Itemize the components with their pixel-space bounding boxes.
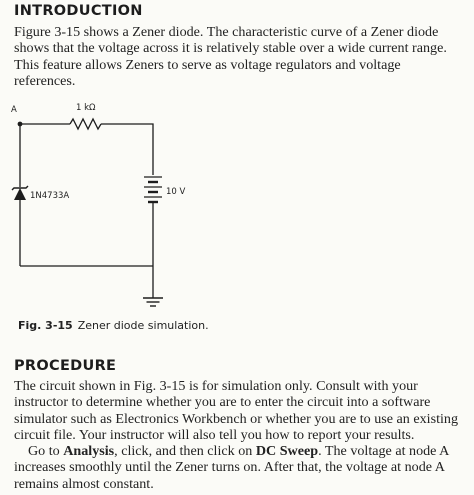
diode-label: 1N4733A <box>30 191 69 201</box>
introduction-paragraph: Figure 3-15 shows a Zener diode. The cha… <box>14 24 447 89</box>
introduction-heading: INTRODUCTION <box>14 3 143 19</box>
figure-caption: Fig. 3-15 Zener diode simulation. <box>18 319 209 332</box>
node-a-label: A <box>11 105 17 115</box>
figure-caption-text: Zener diode simulation. <box>77 319 209 332</box>
p2-suffix: . The voltage at node A increases smooth… <box>14 443 449 492</box>
zener-diode-symbol <box>11 185 29 200</box>
resistor-label: 1 kΩ <box>76 103 96 113</box>
procedure-heading: PROCEDURE <box>14 358 117 374</box>
source-label: 10 V <box>166 187 186 197</box>
zener-circuit-schematic: A 1 kΩ 1N4733A 10 V <box>11 103 186 307</box>
p2-prefix: Go to <box>28 443 64 459</box>
resistor-symbol <box>69 117 102 131</box>
dc-sweep-term: DC Sweep <box>255 443 319 459</box>
ground-symbol <box>143 297 163 307</box>
dc-source-symbol <box>144 176 162 204</box>
figure-number: Fig. 3-15 <box>18 319 73 332</box>
procedure-paragraph-1: The circuit shown in Fig. 3-15 is for si… <box>14 378 459 443</box>
top-wire-right <box>101 123 154 175</box>
p2-middle: , click, and then click on <box>114 443 256 459</box>
analysis-term: Analysis <box>63 443 115 459</box>
procedure-paragraph-2: Go to Analysis, click, and then click on… <box>14 443 464 492</box>
